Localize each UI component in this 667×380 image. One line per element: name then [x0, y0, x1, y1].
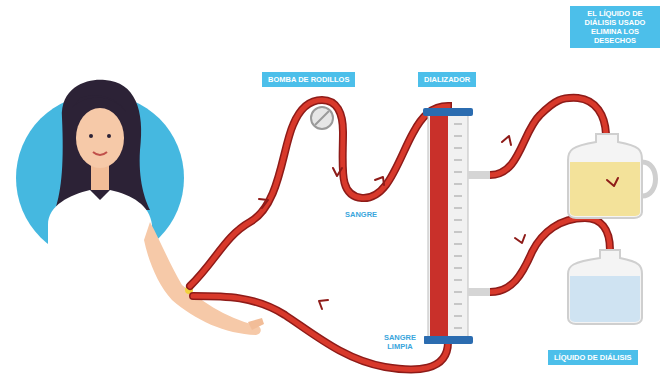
flow-arrow [319, 300, 328, 309]
fiber-tick [454, 195, 462, 197]
fiber-ticks [454, 124, 462, 328]
fiber-tick [454, 135, 462, 137]
fiber-tick [454, 267, 462, 269]
hand [248, 318, 264, 330]
flow-arrows [259, 136, 618, 309]
label-text: BOMBA DE RODILLOS [268, 75, 349, 84]
used-dialysate-jug [568, 134, 656, 218]
flow-arrow [375, 177, 384, 185]
fiber-tick [454, 315, 462, 317]
label-box: BOMBA DE RODILLOS [262, 72, 355, 87]
label-text: EL LÍQUIDO DE DIÁLISIS USADO ELIMINA LOS… [576, 9, 654, 45]
fiber-tick [454, 147, 462, 149]
fiber-tick [454, 159, 462, 161]
fiber-tick [454, 219, 462, 221]
fiber-tick [454, 243, 462, 245]
flow-arrow [333, 168, 342, 176]
shirt [48, 190, 152, 300]
dialyzer-cap [423, 108, 473, 116]
fiber-tick [454, 123, 462, 125]
eye [89, 134, 93, 138]
flow-arrow [515, 235, 525, 243]
label-box: DIALIZADOR [418, 72, 476, 87]
fiber-tick [454, 255, 462, 257]
pump-rotor [311, 107, 333, 129]
label-text: LÍQUIDO DE DIÁLISIS [554, 353, 632, 362]
fiber-tick [454, 303, 462, 305]
eye [107, 134, 111, 138]
flow-label: SANGRE [343, 209, 379, 220]
fiber-tick [454, 291, 462, 293]
label-text: DIALIZADOR [424, 75, 470, 84]
face [76, 108, 124, 168]
label-box: LÍQUIDO DE DIÁLISIS [548, 350, 638, 365]
flow-arrow [502, 136, 511, 145]
fiber-tick [454, 171, 462, 173]
fiber-tick [454, 327, 462, 329]
mouth [93, 152, 107, 155]
dialyzer [423, 108, 490, 344]
roller-pump [311, 107, 333, 129]
fringe [72, 95, 126, 112]
fiber-tick [454, 279, 462, 281]
used-liquid [570, 162, 640, 216]
venous-tube [193, 296, 448, 369]
fiber-tick [454, 183, 462, 185]
jug-handle [642, 162, 656, 196]
fiber-tick [454, 207, 462, 209]
dialyzer-body [428, 114, 468, 338]
flow-label: SANGRE LIMPIA [376, 332, 424, 352]
fiber-tick [454, 231, 462, 233]
blood-tubes [190, 98, 610, 370]
flow-arrow [259, 199, 268, 208]
label-box: EL LÍQUIDO DE DIÁLISIS USADO ELIMINA LOS… [570, 6, 660, 48]
dialysate-port [468, 288, 490, 296]
jug-outline [568, 134, 642, 218]
arterial-tube-core [190, 100, 448, 286]
fresh-liquid [570, 276, 640, 322]
pump-roller [315, 111, 329, 125]
fresh-dialysate-jug [568, 250, 642, 324]
hair [55, 80, 150, 210]
dialysate-port [468, 171, 490, 179]
jug-outline [568, 250, 642, 324]
venous-tube-core [193, 296, 448, 369]
dialyzer-blood [430, 116, 448, 336]
flow-arrow [607, 178, 618, 186]
dialyzer-cap [423, 336, 473, 344]
arterial-tube [190, 100, 448, 286]
